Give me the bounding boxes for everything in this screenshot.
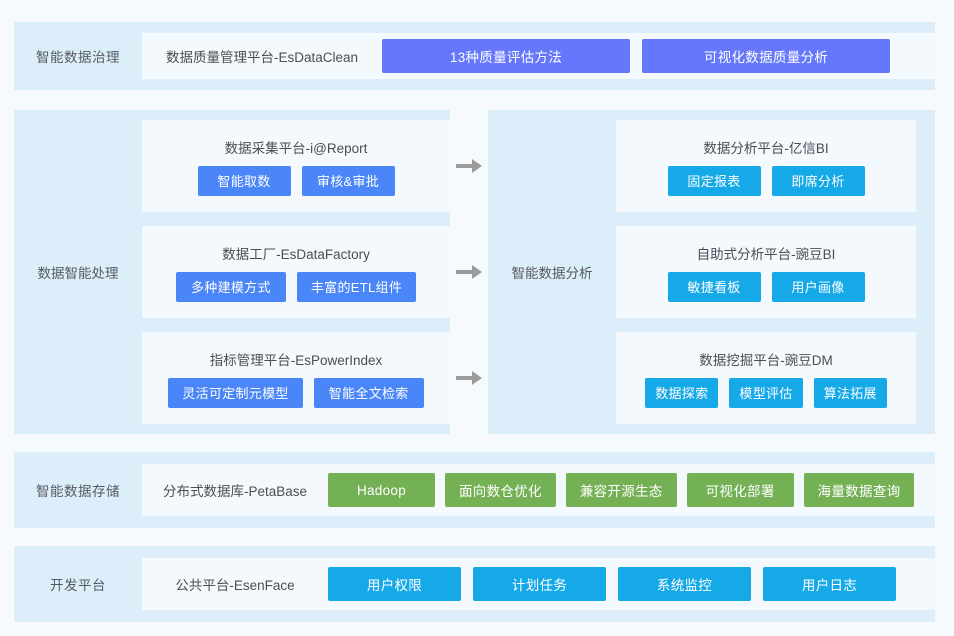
card-chips: 多种建模方式 丰富的ETL组件: [175, 271, 417, 302]
section-data-governance: 智能数据治理 数据质量管理平台-EsDataClean 13种质量评估方法 可视…: [14, 22, 935, 90]
card-chips: 固定报表 即席分析: [667, 165, 865, 196]
card-chips: 敏捷看板 用户画像: [667, 271, 865, 302]
dev-card: 公共平台-EsenFace 用户权限 计划任务 系统监控 用户日志: [142, 558, 935, 610]
governance-card: 数据质量管理平台-EsDataClean 13种质量评估方法 可视化数据质量分析: [142, 33, 935, 79]
chip-rich-etl[interactable]: 丰富的ETL组件: [296, 271, 417, 302]
chip-user-permission[interactable]: 用户权限: [328, 567, 461, 601]
card-es-power-index: 指标管理平台-EsPowerIndex 灵活可定制元模型 智能全文检索: [142, 332, 450, 424]
section-data-storage: 智能数据存储 分布式数据库-PetaBase Hadoop 面向数仓优化 兼容开…: [14, 452, 935, 528]
arrow-right-icon: [456, 265, 482, 279]
card-title: 自助式分析平台-豌豆BI: [696, 246, 836, 262]
section-label-governance: 智能数据治理: [36, 50, 120, 65]
card-i-report: 数据采集平台-i@Report 智能取数 审核&审批: [142, 120, 450, 212]
section-data-analysis: 智能数据分析 数据分析平台-亿信BI 固定报表 即席分析 自助式分析平台-豌豆B…: [488, 110, 935, 434]
analysis-card-group: 数据分析平台-亿信BI 固定报表 即席分析 自助式分析平台-豌豆BI 敏捷看板 …: [616, 110, 916, 434]
chip-data-exploration[interactable]: 数据探索: [645, 377, 719, 408]
chip-scheduled-task[interactable]: 计划任务: [473, 567, 606, 601]
governance-platform-name: 数据质量管理平台-EsDataClean: [165, 50, 359, 65]
card-chips: 智能取数 审核&审批: [197, 165, 395, 196]
storage-platform-name: 分布式数据库-PetaBase: [162, 484, 308, 499]
chip-user-profile[interactable]: 用户画像: [771, 271, 865, 302]
section-label-processing: 数据智能处理: [37, 266, 119, 281]
dev-chips: 用户权限 计划任务 系统监控 用户日志: [328, 567, 896, 601]
card-title: 数据工厂-EsDataFactory: [222, 246, 370, 262]
chip-system-monitor[interactable]: 系统监控: [618, 567, 751, 601]
dev-platform-name: 公共平台-EsenFace: [175, 578, 295, 593]
chip-model-evaluation[interactable]: 模型评估: [729, 377, 803, 408]
chip-review-approve[interactable]: 审核&审批: [301, 165, 395, 196]
chip-custom-meta-model[interactable]: 灵活可定制元模型: [168, 377, 303, 408]
chip-adhoc-analysis[interactable]: 即席分析: [771, 165, 865, 196]
flow-arrow-column: [450, 110, 488, 434]
card-title: 指标管理平台-EsPowerIndex: [209, 352, 383, 368]
card-chips: 灵活可定制元模型 智能全文检索: [168, 377, 424, 408]
chip-user-log[interactable]: 用户日志: [763, 567, 896, 601]
card-title: 数据分析平台-亿信BI: [703, 140, 829, 156]
card-title: 数据采集平台-i@Report: [224, 140, 368, 156]
section-data-processing: 数据智能处理 数据采集平台-i@Report 智能取数 审核&审批 数据工厂-E…: [14, 110, 935, 434]
card-wandou-dm: 数据挖掘平台-豌豆DM 数据探索 模型评估 算法拓展: [616, 332, 916, 424]
chip-hadoop[interactable]: Hadoop: [328, 473, 435, 507]
card-es-data-factory: 数据工厂-EsDataFactory 多种建模方式 丰富的ETL组件: [142, 226, 450, 318]
arrow-right-icon: [456, 159, 482, 173]
chip-smart-fetch[interactable]: 智能取数: [197, 165, 291, 196]
card-wandou-bi: 自助式分析平台-豌豆BI 敏捷看板 用户画像: [616, 226, 916, 318]
arrow-right-icon: [456, 371, 482, 385]
card-esen-bi: 数据分析平台-亿信BI 固定报表 即席分析: [616, 120, 916, 212]
chip-agile-dashboard[interactable]: 敏捷看板: [667, 271, 761, 302]
chip-massive-query[interactable]: 海量数据查询: [803, 473, 915, 507]
chip-visual-deployment[interactable]: 可视化部署: [686, 473, 794, 507]
arrow-slot-3: [450, 332, 488, 424]
chip-algorithm-extension[interactable]: 算法拓展: [813, 377, 887, 408]
arrow-slot-1: [450, 120, 488, 212]
chip-visual-quality-analysis[interactable]: 可视化数据质量分析: [642, 39, 890, 73]
chip-fixed-report[interactable]: 固定报表: [667, 165, 761, 196]
section-label-storage: 智能数据存储: [36, 484, 120, 499]
card-title: 数据挖掘平台-豌豆DM: [699, 352, 833, 368]
processing-card-group: 数据采集平台-i@Report 智能取数 审核&审批 数据工厂-EsDataFa…: [142, 110, 450, 434]
chip-warehouse-optimized[interactable]: 面向数仓优化: [445, 473, 556, 507]
chip-fulltext-search[interactable]: 智能全文检索: [313, 377, 424, 408]
chip-quality-methods[interactable]: 13种质量评估方法: [382, 39, 630, 73]
storage-chips: Hadoop 面向数仓优化 兼容开源生态 可视化部署 海量数据查询: [328, 473, 915, 507]
section-label-analysis: 智能数据分析: [511, 266, 593, 281]
chip-opensource-compatible[interactable]: 兼容开源生态: [565, 473, 677, 507]
arrow-slot-2: [450, 226, 488, 318]
card-chips: 数据探索 模型评估 算法拓展: [645, 377, 887, 408]
storage-card: 分布式数据库-PetaBase Hadoop 面向数仓优化 兼容开源生态 可视化…: [142, 464, 935, 516]
chip-multi-modeling[interactable]: 多种建模方式: [175, 271, 286, 302]
section-dev-platform: 开发平台 公共平台-EsenFace 用户权限 计划任务 系统监控 用户日志: [14, 546, 935, 622]
section-label-dev: 开发平台: [50, 578, 106, 593]
